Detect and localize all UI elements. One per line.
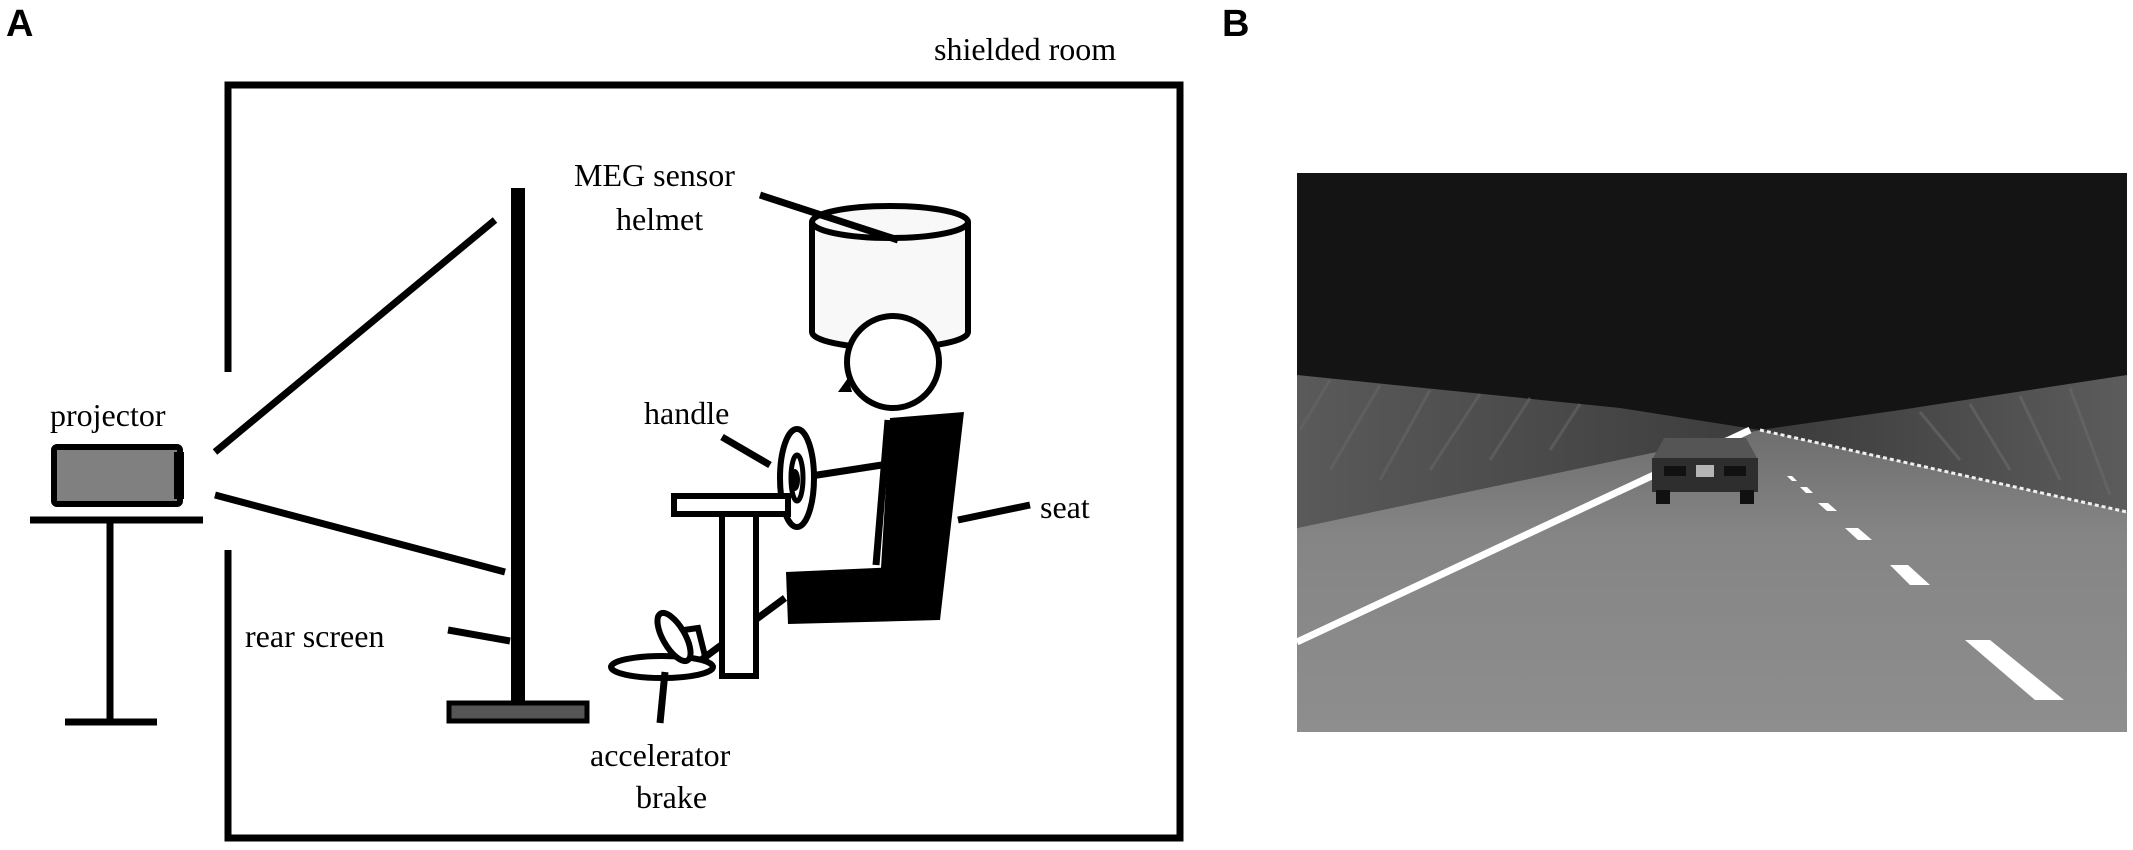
seat [786,412,964,624]
projector [30,444,203,726]
accelerator-label-line2: brake [636,779,707,815]
driving-scene [1297,173,2127,732]
rear-screen-label: rear screen [245,618,384,654]
meg-helmet-pointer [758,191,900,244]
handle-label: handle [644,395,729,431]
accelerator-brake-pedal [608,609,716,681]
seat-pointer [957,501,1031,524]
panel-a-letter: A [6,3,33,45]
projector-body [51,444,183,507]
scene-hill-left [1297,375,1760,528]
scene-road [1297,430,2127,732]
accelerator-label-line1: accelerator [590,737,731,773]
shielded-room-walls [224,81,1184,842]
scene-lane-dashes [1787,476,2064,700]
projector-label: projector [50,397,166,433]
projection-beam-upper [212,217,498,455]
person-torso-front [872,419,892,566]
scene-hill-right [1760,375,2127,512]
projector-lens [174,452,184,499]
shielded-room-label: shielded room [934,31,1116,67]
handle-pointer [720,433,772,469]
person-head [844,313,942,411]
panel-b: B [1222,3,2127,732]
person-nose [838,378,852,392]
meg-label-line1: MEG sensor [574,157,735,193]
rear-screen-pointer [447,626,511,645]
scene-lead-car [1652,438,1758,504]
panel-b-letter: B [1222,3,1249,45]
rear-screen [446,188,590,724]
seat-label: seat [1040,489,1090,525]
meg-label-line2: helmet [616,201,703,237]
rear-screen-base [446,700,590,724]
pedestal [671,493,791,679]
panel-a: A shielded room projector rear screen [6,3,1184,842]
accelerator-pointer [656,671,669,724]
projection-beam-lower [214,491,506,576]
